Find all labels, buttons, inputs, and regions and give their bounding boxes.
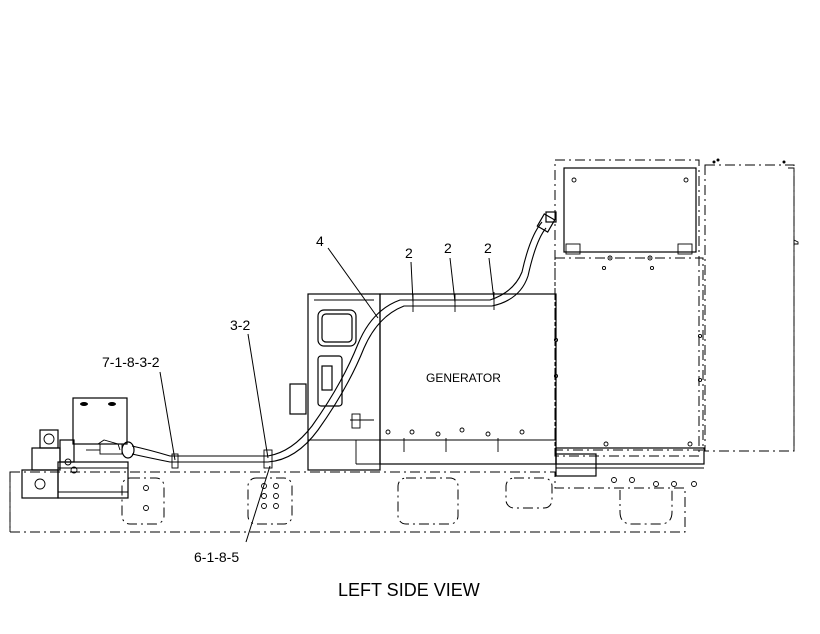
- view-title: LEFT SIDE VIEW: [338, 580, 480, 600]
- starter-assembly: [21, 397, 129, 499]
- callout-clip-mid: 3-2: [230, 317, 250, 333]
- base-frame: [9, 471, 697, 533]
- hose-assembly: [86, 211, 557, 469]
- callout-clip-c: 2: [484, 240, 492, 256]
- callout-clip-b: 2: [444, 240, 452, 256]
- generator: GENERATOR: [355, 293, 557, 465]
- control-enclosure: [553, 158, 799, 477]
- callout-leaders: [159, 247, 495, 543]
- callout-clip-a: 2: [405, 245, 413, 261]
- engine-block: [289, 293, 381, 471]
- generator-label: GENERATOR: [426, 371, 501, 385]
- callout-hose-assembly: 4: [316, 233, 324, 249]
- callout-bracket-bottom: 6-1-8-5: [194, 549, 239, 565]
- callout-clip-left: 7-1-8-3-2: [102, 354, 160, 370]
